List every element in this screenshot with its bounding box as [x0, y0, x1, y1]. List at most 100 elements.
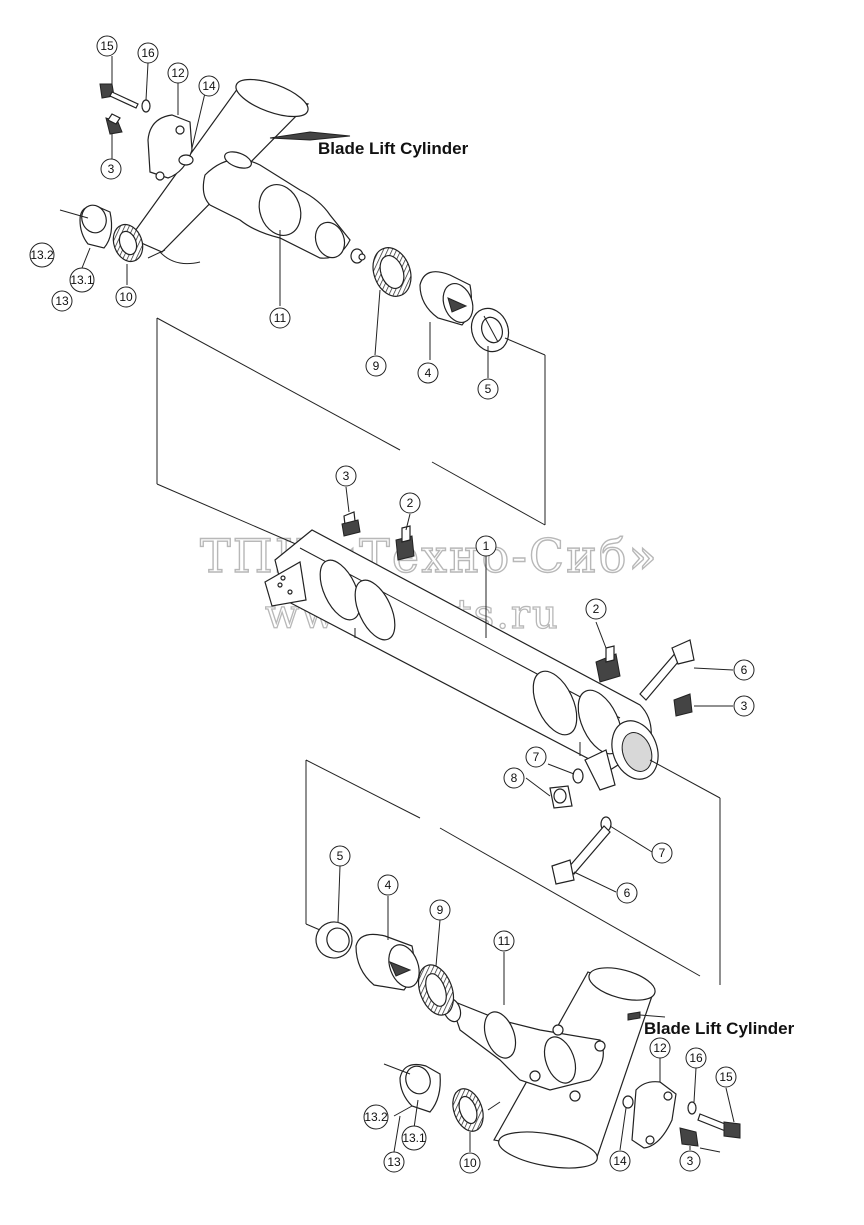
mid-relief-valve-2b	[595, 645, 621, 683]
part-balloon-top-15: 15	[96, 35, 118, 57]
bottom-trunnion-shaft	[442, 997, 606, 1102]
part-balloon-circle	[651, 842, 673, 864]
part-balloon-label: 12	[171, 66, 185, 80]
part-balloon-circle	[417, 362, 439, 384]
part-balloon-circle	[383, 1151, 405, 1173]
part-balloon-circle	[459, 1152, 481, 1174]
bottom-ring-5	[315, 921, 353, 959]
part-balloon-label: 5	[485, 382, 492, 396]
bottom-bushing-4	[355, 933, 420, 991]
bottom-leader-lines	[337, 865, 735, 1153]
part-balloon-label: 10	[119, 290, 133, 304]
part-balloon-label: 3	[108, 162, 115, 176]
part-balloon-mid-2a: 2	[399, 492, 421, 514]
part-balloon-top-16: 16	[137, 42, 159, 64]
part-balloon-circle	[335, 465, 357, 487]
mid-bolt-6a	[639, 639, 695, 701]
part-balloon-label: 14	[613, 1154, 627, 1168]
part-balloon-mid-3b: 3	[733, 695, 755, 717]
part-balloon-label: 13.2	[30, 248, 54, 262]
part-balloon-label: 4	[385, 878, 392, 892]
bottom-bushing-13	[383, 1063, 441, 1113]
part-balloon-circle	[493, 930, 515, 952]
mid-grease-fitting-3a	[341, 511, 361, 537]
part-balloon-circle	[365, 355, 387, 377]
part-balloon-bot-11: 11	[493, 930, 515, 952]
part-balloon-circle	[363, 1104, 389, 1130]
part-balloon-circle	[525, 746, 547, 768]
part-balloon-label: 9	[373, 359, 380, 373]
part-balloon-label: 16	[141, 46, 155, 60]
part-balloon-label: 7	[533, 750, 540, 764]
part-balloon-label: 3	[741, 699, 748, 713]
bottom-pin-14	[622, 1095, 634, 1109]
part-balloon-label: 11	[274, 311, 287, 325]
mid-grease-fitting-3b	[673, 693, 693, 717]
part-balloon-circle	[269, 307, 291, 329]
part-balloon-top-12: 12	[167, 62, 189, 84]
part-balloon-bot-13-1: 13.1	[401, 1125, 427, 1151]
part-balloon-label: 16	[689, 1051, 703, 1065]
part-balloon-circle	[475, 535, 497, 557]
part-balloon-circle	[51, 290, 73, 312]
part-balloon-circle	[585, 598, 607, 620]
part-balloon-circle	[377, 874, 399, 896]
part-balloon-bot-5: 5	[329, 845, 351, 867]
part-balloon-circle	[329, 845, 351, 867]
top-ring-5	[470, 307, 510, 353]
part-balloon-bot-9: 9	[429, 899, 451, 921]
part-balloon-mid-2b: 2	[585, 598, 607, 620]
mid-washer-7a	[572, 768, 584, 784]
part-balloon-label: 12	[653, 1041, 667, 1055]
part-balloon-label: 13.1	[70, 273, 94, 287]
part-balloon-top-11: 11	[269, 307, 291, 329]
part-balloon-circle	[198, 75, 220, 97]
part-balloon-circle	[616, 882, 638, 904]
part-balloon-label: 5	[337, 849, 344, 863]
bottom-grease-fitting-3	[679, 1127, 699, 1147]
part-balloon-bot-14: 14	[609, 1150, 631, 1172]
part-balloon-label: 11	[498, 934, 511, 948]
part-balloon-label: 2	[407, 496, 414, 510]
part-balloon-circle	[167, 62, 189, 84]
bottom-assembly	[315, 865, 741, 1169]
part-balloon-circle	[733, 659, 755, 681]
part-balloon-circle	[429, 899, 451, 921]
part-balloon-bot-16: 16	[685, 1047, 707, 1069]
part-balloon-label: 14	[202, 79, 216, 93]
part-balloon-circle	[609, 1150, 631, 1172]
part-balloon-circle	[715, 1066, 737, 1088]
part-balloon-label: 8	[511, 771, 518, 785]
part-balloon-label: 7	[659, 846, 666, 860]
bottom-washer-16	[687, 1101, 697, 1115]
part-balloon-mid-7a: 7	[525, 746, 547, 768]
mid-leader-lines	[305, 486, 734, 985]
top-bushing-4	[419, 271, 474, 326]
callout-bottom-blade-lift-cylinder: Blade Lift Cylinder	[644, 1019, 795, 1038]
bottom-cap	[631, 1081, 677, 1149]
part-balloon-circle	[115, 286, 137, 308]
main-cylinder	[264, 486, 734, 985]
part-balloon-circle	[477, 378, 499, 400]
part-balloon-top-13-1: 13.1	[69, 267, 95, 293]
part-balloon-top-9: 9	[365, 355, 387, 377]
part-balloon-circle	[649, 1037, 671, 1059]
part-balloon-label: 13.2	[364, 1110, 388, 1124]
part-balloon-label: 13	[387, 1155, 401, 1169]
part-balloon-top-5: 5	[477, 378, 499, 400]
part-balloon-circle	[679, 1150, 701, 1172]
part-balloon-top-13: 13	[51, 290, 73, 312]
bottom-bolt-15	[697, 1113, 741, 1139]
part-balloon-mid-8: 8	[503, 767, 525, 789]
part-balloon-label: 6	[624, 886, 631, 900]
part-balloon-bot-13-2: 13.2	[363, 1104, 389, 1130]
part-balloon-bot-10: 10	[459, 1152, 481, 1174]
top-trunnion-shaft	[202, 151, 366, 264]
top-leader-lines	[81, 56, 546, 549]
top-cap	[147, 114, 194, 181]
callout-top-blade-lift-cylinder: Blade Lift Cylinder	[318, 139, 469, 158]
part-balloon-top-4: 4	[417, 362, 439, 384]
part-balloon-label: 2	[593, 602, 600, 616]
